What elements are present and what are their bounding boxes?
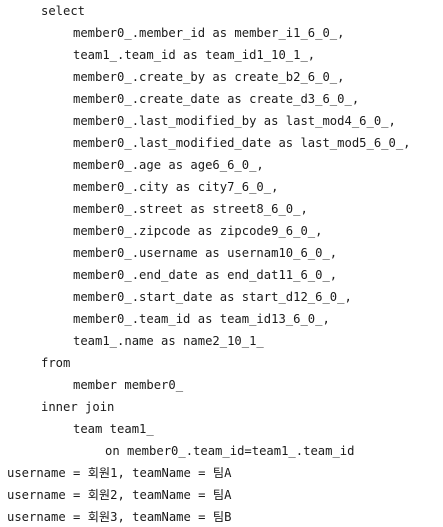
output-line: username = 회원3, teamName = 팀B	[7, 510, 232, 524]
sql-column-line: member0_.end_date as end_dat11_6_0_,	[73, 268, 338, 282]
sql-column-line: member0_.create_date as create_d3_6_0_,	[73, 92, 360, 106]
output-line: username = 회원2, teamName = 팀A	[7, 488, 232, 502]
sql-column-line: member0_.start_date as start_d12_6_0_,	[73, 290, 352, 304]
sql-column-line: member0_.zipcode as zipcode9_6_0_,	[73, 224, 323, 238]
sql-keyword-from: from	[41, 356, 71, 370]
sql-join-condition: on member0_.team_id=team1_.team_id	[105, 444, 355, 458]
sql-column-line: team1_.team_id as team_id1_10_1_,	[73, 48, 316, 62]
sql-table-line: team team1_	[73, 422, 154, 436]
sql-column-line: member0_.age as age6_6_0_,	[73, 158, 264, 172]
sql-column-line: member0_.create_by as create_b2_6_0_,	[73, 70, 345, 84]
sql-column-line: team1_.name as name2_10_1_	[73, 334, 264, 348]
sql-column-line: member0_.last_modified_date as last_mod5…	[73, 136, 411, 150]
sql-column-line: member0_.team_id as team_id13_6_0_,	[73, 312, 330, 326]
sql-column-line: member0_.member_id as member_i1_6_0_,	[73, 26, 345, 40]
output-line: username = 회원1, teamName = 팀A	[7, 466, 232, 480]
sql-keyword-select: select	[41, 4, 86, 18]
sql-column-line: member0_.last_modified_by as last_mod4_6…	[73, 114, 396, 128]
sql-column-line: member0_.street as street8_6_0_,	[73, 202, 308, 216]
sql-keyword-join: inner join	[41, 400, 115, 414]
sql-table-line: member member0_	[73, 378, 184, 392]
sql-column-line: member0_.username as usernam10_6_0_,	[73, 246, 338, 260]
sql-column-line: member0_.city as city7_6_0_,	[73, 180, 279, 194]
